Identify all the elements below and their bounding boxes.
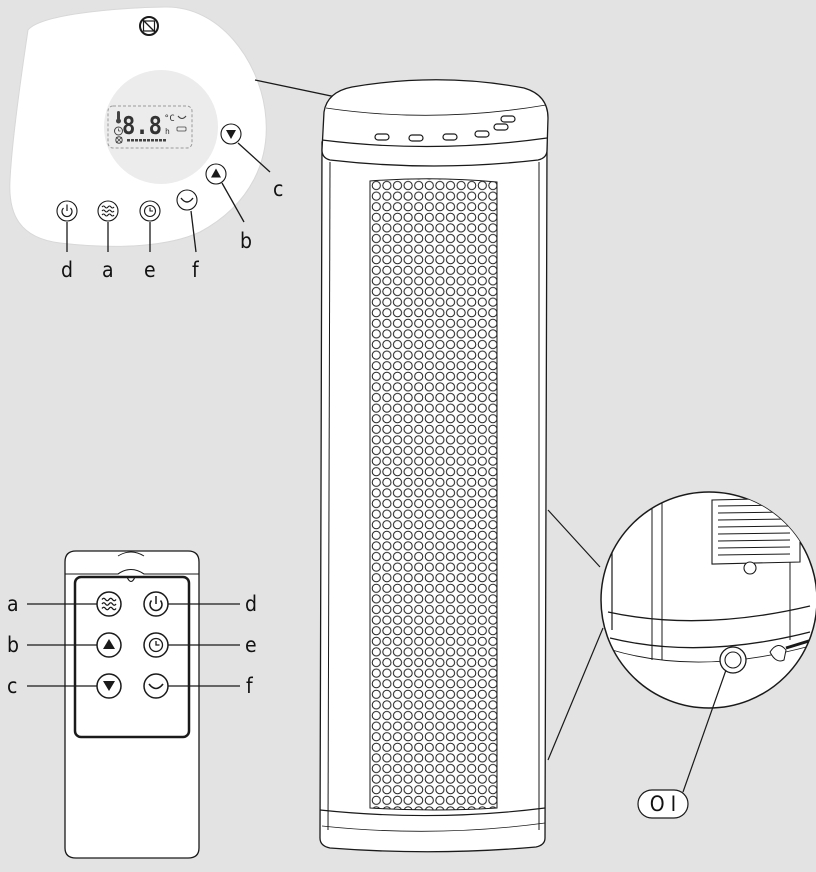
- panel-up-button[interactable]: [205, 163, 227, 185]
- heater-grill: [369, 178, 498, 811]
- timer-icon: [143, 204, 157, 218]
- panel-oscillation-button[interactable]: [176, 189, 198, 211]
- lcd-digits: 8.8: [122, 111, 162, 140]
- remote-up-button[interactable]: [96, 632, 122, 658]
- zoom-leader-lower: [547, 627, 604, 761]
- panel-timer-button[interactable]: [139, 200, 161, 222]
- up-arrow-icon: [103, 639, 115, 649]
- remote-label-b: b: [7, 633, 19, 657]
- panel-label-c: c: [273, 177, 283, 201]
- heater-top: [321, 79, 549, 167]
- panel-label-f: f: [192, 258, 200, 282]
- power-cord: [769, 638, 813, 662]
- up-arrow-icon: [211, 168, 221, 178]
- lcd-temp-unit: °C: [164, 114, 175, 124]
- panel-power-button[interactable]: [56, 200, 78, 222]
- panel-label-b: b: [240, 229, 252, 253]
- heater-top-buttons[interactable]: [374, 115, 516, 142]
- panel-label-d: d: [61, 258, 73, 282]
- zoom-leader-upper: [547, 509, 601, 568]
- remote-label-a: a: [7, 592, 19, 616]
- fan-icon: [115, 136, 123, 144]
- lcd-mode-icon: [176, 126, 187, 132]
- remote-label-f: f: [246, 674, 254, 698]
- panel-label-a: a: [102, 258, 114, 282]
- remote-label-e: e: [245, 633, 257, 657]
- remote-heat-mode-button[interactable]: [96, 591, 122, 617]
- heat-mode-icon: [101, 205, 115, 217]
- oscillation-icon: [148, 683, 164, 690]
- lcd-hour-unit: h: [165, 127, 170, 136]
- no-cover-icon: [139, 16, 159, 36]
- panel-down-button[interactable]: [220, 123, 242, 145]
- switch-symbol-label: O I: [650, 792, 676, 816]
- power-icon: [61, 207, 73, 218]
- down-arrow-icon: [226, 130, 236, 139]
- lcd-oscillation-icon: [177, 115, 187, 120]
- zoom-vent: [711, 497, 801, 575]
- remote-power-button[interactable]: [143, 591, 169, 617]
- heat-mode-icon: [101, 597, 117, 611]
- power-icon: [149, 600, 163, 612]
- control-panel-detail: 8.8 °C h: [9, 6, 437, 282]
- remote-timer-button[interactable]: [143, 632, 169, 658]
- panel-heat-mode-button[interactable]: [97, 200, 119, 222]
- thermometer-icon: [116, 111, 121, 124]
- remote-label-c: c: [7, 674, 17, 698]
- down-arrow-icon: [103, 681, 115, 691]
- tower-heater: [319, 79, 549, 853]
- switch-zoom-detail: O I: [547, 491, 816, 819]
- panel-leaders: [66, 142, 271, 253]
- remote-leaders: [27, 603, 240, 687]
- remote-label-d: d: [245, 592, 257, 616]
- oscillation-icon: [180, 197, 194, 203]
- remote-button-panel: [73, 575, 191, 739]
- level-bar: [127, 139, 166, 142]
- power-switch[interactable]: [719, 646, 747, 674]
- panel-label-e: e: [144, 258, 156, 282]
- switch-symbol-badge: O I: [637, 789, 689, 819]
- remote-control: a b c d e f: [7, 550, 257, 859]
- lcd-display: 8.8 °C h: [104, 70, 218, 184]
- timer-icon: [148, 637, 164, 653]
- remote-oscillation-button[interactable]: [143, 673, 169, 699]
- remote-down-button[interactable]: [96, 673, 122, 699]
- clock-icon: [114, 126, 123, 136]
